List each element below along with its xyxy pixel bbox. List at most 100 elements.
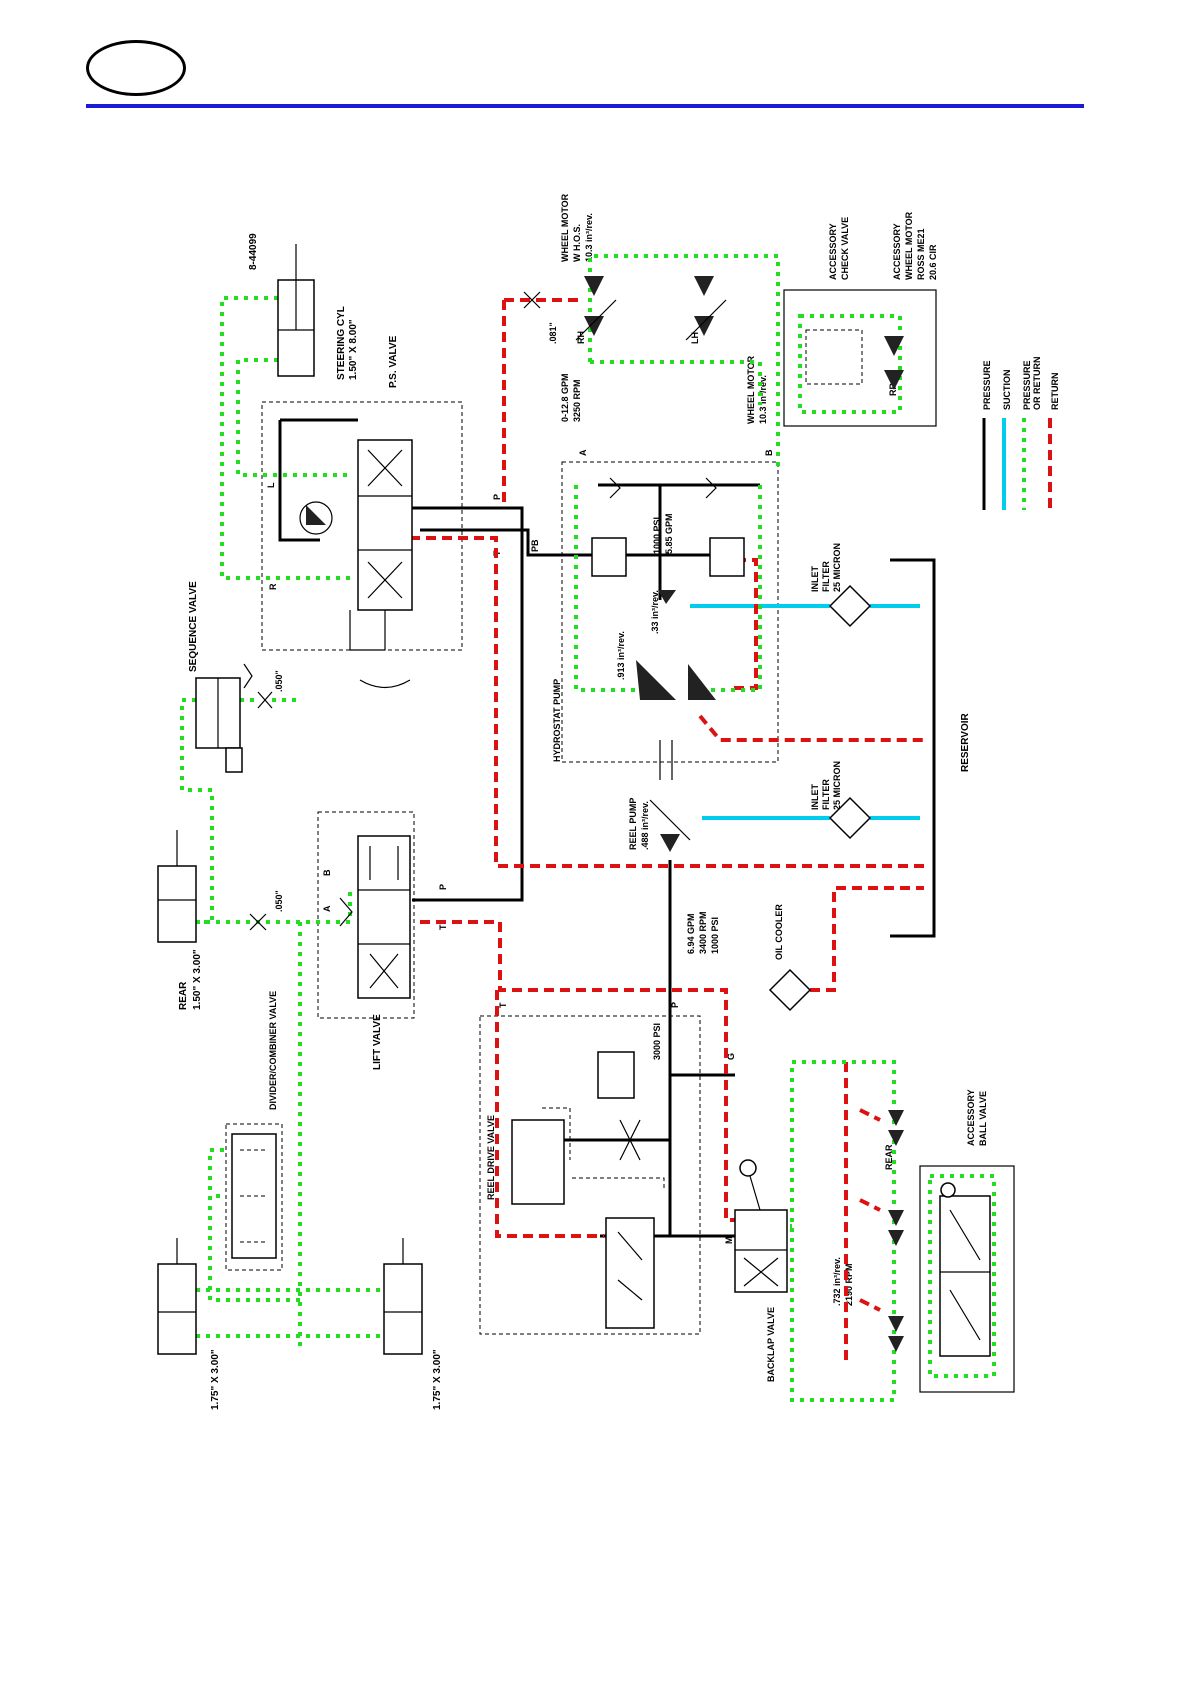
port-g-line: G — [726, 1053, 736, 1060]
port-rh: RH — [576, 331, 586, 344]
port-t-reel: T — [498, 1002, 508, 1008]
port-m: M — [724, 1237, 734, 1245]
port-a-pump: A — [578, 449, 588, 456]
reel-pump-flow-label-line: 1000 PSI — [710, 917, 720, 954]
port-a-lift-line: A — [322, 905, 332, 912]
wheel-motor-whos-label-line: WHEEL MOTOR — [560, 193, 570, 262]
port-rr: RR — [888, 383, 898, 396]
port-p-lift-line: P — [438, 884, 448, 890]
port-t-reel-line: T — [498, 1002, 508, 1008]
return-line-pump-a — [730, 558, 758, 690]
pump-flow-label-line: 3250 RPM — [572, 379, 582, 422]
lift-valve-label-line: LIFT VALVE — [372, 1014, 383, 1070]
legend-label-pressure: PRESSURE — [982, 360, 992, 410]
orifice-050-mid — [249, 913, 267, 931]
green-line-ballvalve — [928, 1174, 996, 1378]
legend-label-pressure-or-return: PRESSUREOR RETURN — [1022, 357, 1042, 411]
return-line-pump-b — [698, 714, 924, 742]
port-rh-line: RH — [576, 331, 586, 344]
port-b-lift-line: B — [322, 869, 332, 876]
pump-disp-913-label-line: .913 in³/rev. — [616, 631, 626, 680]
green-line-wheel-rh — [588, 254, 780, 470]
port-p-lift: P — [438, 884, 448, 890]
rear-cyl-label-line: 1.50" X 3.00" — [192, 949, 203, 1010]
legend-label-suction: SUCTION — [1002, 370, 1012, 411]
reel-drive-valve-label: REEL DRIVE VALVE — [486, 1115, 496, 1200]
inlet-filter-2-label: INLETFILTER25 MICRON — [810, 761, 842, 810]
reel-motors — [888, 1110, 904, 1352]
accessory-ball-valve-label-line: ACCESSORY — [966, 1089, 976, 1146]
backlap-valve-label-line: BACKLAP VALVE — [766, 1307, 776, 1382]
charge-pump-label-line: 5.85 GPM — [664, 513, 674, 554]
reservoir-label-line: RESERVOIR — [960, 713, 971, 772]
legend-label-line: PRESSURE — [1022, 360, 1032, 410]
steering-cyl-label-line: STEERING CYL — [336, 306, 347, 380]
divider-combiner-label-line: DIVIDER/COMBINER VALVE — [268, 991, 278, 1110]
backlap-valve-label: BACKLAP VALVE — [766, 1307, 776, 1382]
wheel-motor-whos-label-line: W H.O.S. — [572, 224, 582, 262]
port-rear-motor-line: REAR — [884, 1144, 894, 1170]
lift-valve-symbol — [339, 835, 411, 999]
accessory-check-valve-label-line: CHECK VALVE — [840, 217, 850, 280]
reel-pump-label-line: .488 in³/rev. — [640, 801, 650, 850]
reservoir-line — [890, 558, 936, 938]
divider-combiner-enclosure — [225, 1123, 283, 1271]
return-line-backlap — [844, 1062, 881, 1360]
pump-flow-label-line: 0-12.8 GPM — [560, 373, 570, 422]
legend-label-line: RETURN — [1050, 373, 1060, 411]
divider-combiner-label: DIVIDER/COMBINER VALVE — [268, 991, 278, 1110]
port-a-pump-line: A — [578, 449, 588, 456]
wheel-motor-label-line: WHEEL MOTOR — [746, 355, 756, 424]
green-line-front — [196, 1194, 384, 1338]
return-line-cooler — [810, 886, 924, 992]
port-l: L — [266, 482, 276, 488]
accessory-ball-valve-label-line: BALL VALVE — [978, 1091, 988, 1146]
reel-pump-flow-label-line: 6.94 GPM — [686, 913, 696, 954]
reel-motor-label-line: .732 in³/rev. — [832, 1257, 842, 1306]
front-cyl-right-label-line: 1.75" X 3.00" — [432, 1349, 443, 1410]
accessory-wheel-motor-label-line: ACCESSORY — [892, 223, 902, 280]
pressure-line-pb — [420, 528, 590, 557]
port-r: R — [268, 583, 278, 590]
steering-cyl-label-line: 1.50" X 8.00" — [348, 319, 359, 380]
front-cyl-left-label-line: 1.75" X 3.00" — [210, 1349, 221, 1410]
port-rr-line: RR — [888, 383, 898, 396]
sequence-valve-label: SEQUENCE VALVE — [188, 581, 199, 672]
orifice-050-mid-label-line: .050" — [274, 890, 284, 912]
inlet-filter-1-label: INLETFILTER25 MICRON — [810, 543, 842, 592]
wheel-motor-whos-label-line: 10.3 in³/rev. — [584, 213, 594, 262]
legend-label-return: RETURN — [1050, 373, 1060, 411]
pump-disp-33-label-line: .33 in³/rev. — [650, 590, 660, 634]
accessory-wheel-motor — [805, 329, 904, 390]
accessory-wheel-motor-label-line: ROSS ME21 — [916, 228, 926, 280]
sequence-valve-symbol — [195, 663, 253, 773]
front-cylinder-left — [157, 1238, 197, 1355]
accessory-ball-valve-box — [919, 1165, 1015, 1393]
pressure-line-main — [412, 506, 524, 902]
reel-pump-symbol — [649, 799, 691, 852]
green-line-sequence — [180, 698, 300, 924]
port-l-line: L — [266, 482, 276, 488]
sequence-valve-label-line: SEQUENCE VALVE — [188, 581, 199, 672]
return-line-ps — [410, 536, 924, 868]
ps-valve-label-line: P.S. VALVE — [388, 335, 399, 388]
port-p-reel: P — [670, 1002, 680, 1008]
reel-pump-label: REEL PUMP.488 in³/rev. — [628, 798, 650, 850]
rear-cyl-label-line: REAR — [178, 981, 189, 1010]
return-line-reelmotor — [495, 990, 604, 1238]
inlet-filter-2-label-line: FILTER — [821, 779, 831, 810]
reel-pump-label-line: REEL PUMP — [628, 798, 638, 850]
orifice-050-mid-label: .050" — [274, 890, 284, 912]
steering-cyl-label: STEERING CYL1.50" X 8.00" — [336, 306, 359, 380]
suction-line-3 — [870, 604, 920, 820]
port-pb-line: PB — [530, 539, 540, 552]
port-r-line: R — [268, 583, 278, 590]
port-b-pump-line: B — [764, 449, 774, 456]
oil-cooler-label: OIL COOLER — [774, 904, 784, 960]
